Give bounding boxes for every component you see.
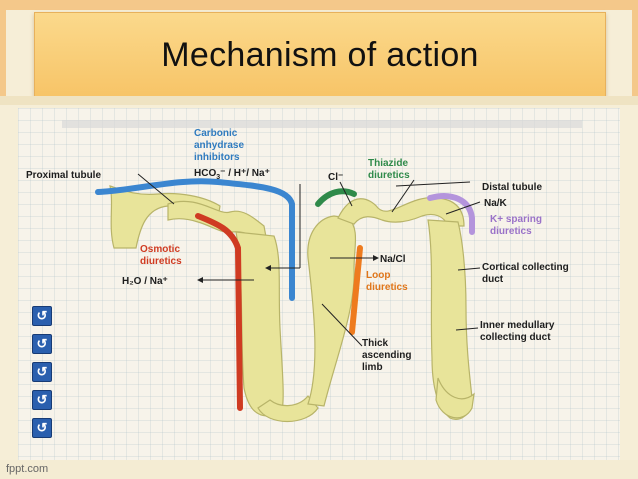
carbonic-anhydrase-line — [95, 178, 295, 301]
label-k-sparing-2: diuretics — [490, 226, 532, 237]
pointer-lines — [137, 173, 481, 347]
label-thiazide-1: Thiazide — [368, 158, 408, 169]
k-sparing-line — [427, 193, 475, 235]
label-osmotic-2: diuretics — [140, 256, 182, 267]
label-carbonic-3: inhibitors — [194, 152, 240, 163]
left-stripe — [0, 0, 6, 100]
pointer-inner — [455, 327, 479, 331]
label-cortical-2: duct — [482, 274, 504, 285]
label-na-cl: Na/Cl — [380, 254, 406, 265]
return-icon[interactable]: ↺ — [32, 362, 52, 382]
top-stripe — [0, 0, 638, 10]
return-icon[interactable]: ↺ — [32, 306, 52, 326]
pointer-thick — [321, 303, 363, 347]
shadow-band — [62, 120, 582, 128]
thiazide-line — [315, 188, 357, 207]
label-inner-1: Inner medullary — [480, 320, 555, 331]
nephron-svg: Proximal tubule Carbonic anhydrase inhib… — [26, 120, 582, 422]
duct-bulge — [435, 377, 475, 419]
label-hco3: HCO3⁻ / H⁺/ Na⁺ — [194, 168, 270, 181]
label-carbonic-1: Carbonic — [194, 128, 238, 139]
label-inner-2: collecting duct — [480, 332, 551, 343]
footer-brand: fppt.com — [6, 463, 49, 475]
label-cl: Cl⁻ — [328, 172, 343, 183]
label-cortical-1: Cortical collecting — [482, 262, 569, 273]
slide-title: Mechanism of action — [161, 35, 479, 74]
loop-line — [349, 245, 363, 335]
label-na-k: Na/K — [484, 198, 508, 209]
pointer-cl — [339, 181, 353, 207]
label-distal-tubule: Distal tubule — [482, 182, 542, 193]
label-loop-2: diuretics — [366, 282, 408, 293]
return-icon[interactable]: ↺ — [32, 334, 52, 354]
divider-band — [0, 96, 638, 105]
label-loop-1: Loop — [366, 270, 390, 281]
right-stripe — [632, 0, 638, 100]
label-thick-3: limb — [362, 362, 383, 373]
label-thiazide-2: diuretics — [368, 170, 410, 181]
pointer-proximal — [137, 173, 175, 205]
label-k-sparing-1: K+ sparing — [490, 214, 542, 225]
title-banner: Mechanism of action — [34, 12, 606, 98]
descending-limb — [235, 231, 284, 417]
return-icon[interactable]: ↺ — [32, 418, 52, 438]
return-icon[interactable]: ↺ — [32, 390, 52, 410]
label-thick-1: Thick — [362, 338, 389, 349]
label-proximal-tubule: Proximal tubule — [26, 170, 101, 181]
label-osmotic-1: Osmotic — [140, 244, 180, 255]
pointer-cortical — [457, 267, 481, 271]
pointer-nak — [445, 201, 481, 215]
nav-button-stack: ↺ ↺ ↺ ↺ ↺ — [32, 306, 54, 446]
osmotic-line — [195, 213, 243, 411]
tubule — [109, 185, 475, 422]
footer-bar: fppt.com — [0, 460, 638, 479]
nephron-diagram: Proximal tubule Carbonic anhydrase inhib… — [18, 108, 620, 460]
label-thick-2: ascending — [362, 350, 411, 361]
collecting-duct — [427, 219, 473, 420]
pointer-distal — [395, 181, 471, 187]
ascending-limb — [307, 215, 357, 407]
label-carbonic-2: anhydrase — [194, 140, 244, 151]
label-h2o-na: H₂O / Na⁺ — [122, 276, 168, 287]
